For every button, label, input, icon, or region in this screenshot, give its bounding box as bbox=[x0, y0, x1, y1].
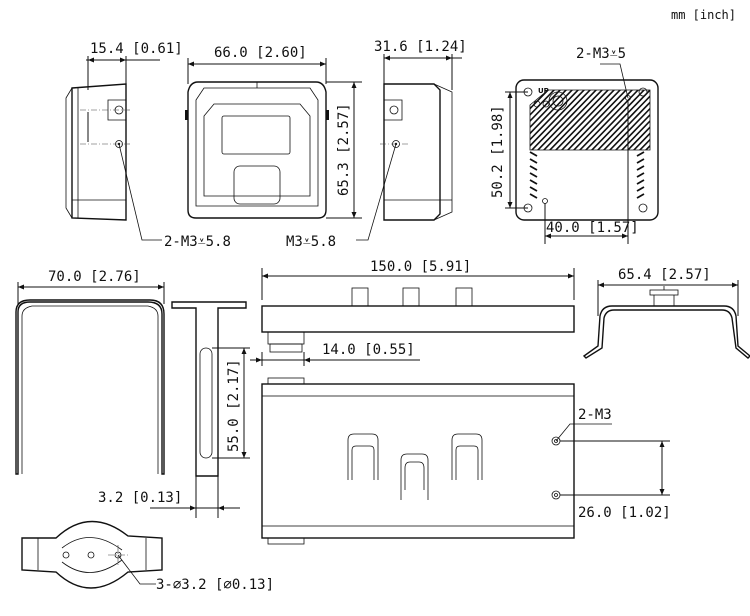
back-hole-label: 2-M3 bbox=[576, 46, 610, 62]
dim-front-height: 65.3 [2.57] bbox=[336, 103, 352, 196]
dim-right-depth: 31.6 [1.24] bbox=[374, 39, 467, 55]
thread-depth-symbol: ⩡ bbox=[610, 46, 618, 62]
dim-hole-spacing: 26.0 [1.02] bbox=[578, 505, 671, 521]
side-hole-right-label: M3 bbox=[286, 234, 303, 250]
round-holes-label: 3-⌀3.2 [⌀0.13] bbox=[156, 577, 274, 593]
dim-back-width: 40.0 [1.57] bbox=[546, 220, 639, 236]
plate-side-view: 150.0 [5.91] 14.0 [0.55] bbox=[250, 259, 575, 366]
callout-side-hole-right: M3⩡5.8 bbox=[286, 234, 336, 250]
dim-back-height: 50.2 [1.98] bbox=[490, 105, 506, 198]
thread-depth-symbol: ⩡ bbox=[303, 234, 311, 250]
camera-left-side-view: 15.4 [0.61] 2-M3⩡5.8 bbox=[65, 41, 231, 250]
side-hole-right-depth: 5.8 bbox=[311, 234, 336, 250]
up-label: UP bbox=[538, 87, 549, 95]
back-hole-depth: 5 bbox=[618, 46, 626, 62]
bracket-u-view: 70.0 [2.76] bbox=[15, 269, 165, 475]
bracket-right-view: 65.4 [2.57] bbox=[582, 267, 750, 359]
dim-plate-length: 150.0 [5.91] bbox=[370, 259, 471, 275]
camera-right-side-view: 31.6 [1.24] M3⩡5.8 bbox=[286, 39, 467, 250]
dim-plate-offset: 14.0 [0.55] bbox=[322, 342, 415, 358]
camera-back-view: UP 50.2 [1.98] 40.0 [1.57] 2-M3⩡5 bbox=[490, 46, 659, 244]
thread-depth-symbol: ⩡ bbox=[198, 234, 206, 250]
side-hole-left-depth: 5.8 bbox=[206, 234, 231, 250]
dim-front-width: 66.0 [2.60] bbox=[214, 45, 307, 61]
bracket-side-view: 3.2 [0.13] 55.0 [2.17] bbox=[98, 301, 250, 518]
units-label: mm [inch] bbox=[671, 8, 736, 22]
dim-side-depth: 15.4 [0.61] bbox=[90, 41, 183, 57]
plate-holes-label: 2-M3 bbox=[578, 407, 612, 423]
dim-thickness: 3.2 [0.13] bbox=[98, 490, 182, 506]
mount-base-view: 3-⌀3.2 [⌀0.13] bbox=[21, 520, 274, 593]
dim-slot-length: 55.0 [2.17] bbox=[226, 359, 242, 452]
side-hole-left-label: 2-M3 bbox=[164, 234, 198, 250]
dim-bracket-width: 70.0 [2.76] bbox=[48, 269, 141, 285]
dim-bracket-right-width: 65.4 [2.57] bbox=[618, 267, 711, 283]
plate-top-view: 26.0 [1.02] 2-M3 bbox=[261, 377, 671, 545]
callout-back-hole: 2-M3⩡5 bbox=[576, 46, 626, 62]
camera-front-view: 66.0 [2.60] 65.3 [2.57] bbox=[185, 45, 362, 219]
callout-side-hole-left: 2-M3⩡5.8 bbox=[164, 234, 231, 250]
